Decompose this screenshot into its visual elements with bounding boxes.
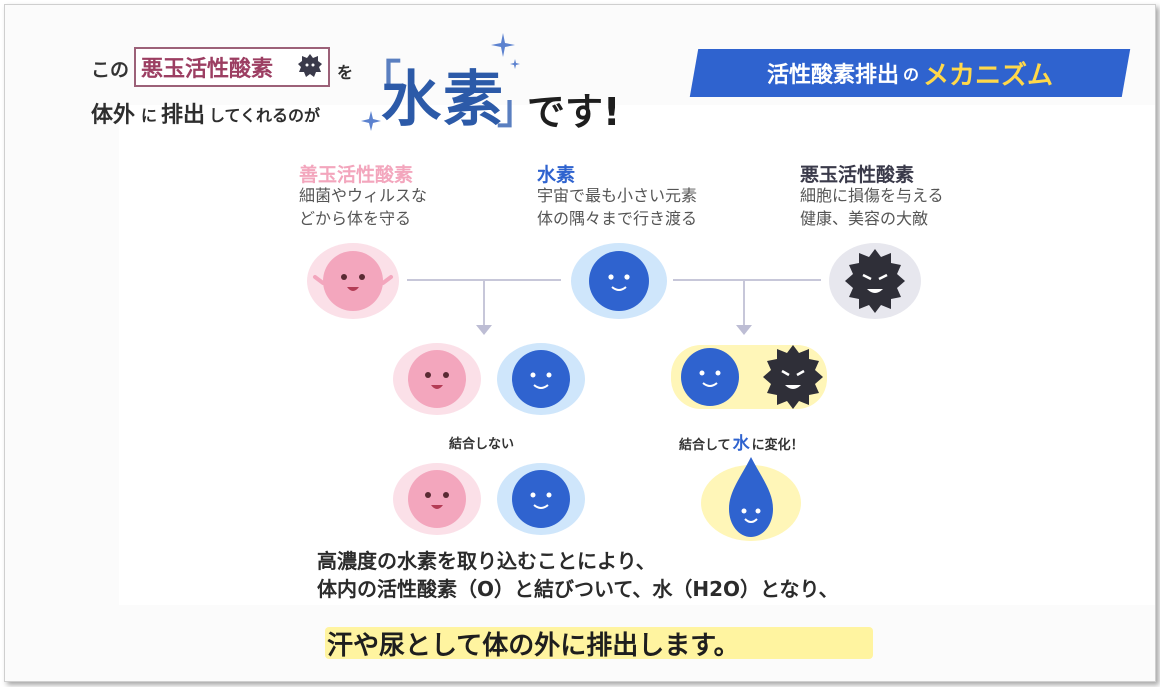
bottom-text-3: 汗や尿として体の外に排出します。 (327, 631, 740, 661)
hydrogen-character-3 (681, 348, 739, 406)
sparkle-icon (491, 33, 520, 69)
good-oxygen-character (307, 243, 399, 319)
heading-ni: に (141, 106, 158, 125)
heading-wo: を (337, 63, 354, 82)
good-oxygen-character-3 (393, 463, 481, 535)
heading-suiso: 水素 (381, 65, 505, 135)
bad-oxygen-character-2 (763, 345, 823, 409)
good-oxygen-desc: 細菌やウィルスな どから体を守る (299, 186, 428, 228)
bad-oxygen-box (134, 47, 330, 87)
bottom-highlight (325, 627, 873, 659)
hydrogen-title: 水素 (537, 164, 576, 186)
water-drop-icon (701, 457, 801, 541)
bad-oxygen-character (829, 243, 921, 319)
label-no-bond: 結合しない (449, 437, 515, 452)
heading-haishutsu: 排出 (161, 103, 206, 128)
banner-part2: の (902, 65, 919, 84)
hydrogen-character (571, 243, 667, 319)
good-oxygen-character-2 (393, 343, 481, 415)
heading-kono: この (91, 59, 130, 81)
heading-shitekureru: してくれるのが (209, 106, 321, 125)
bottom-text-1: 高濃度の水素を取り込むことにより、 (317, 549, 656, 573)
bracket-close: 」 (497, 87, 537, 133)
heading-bad-oxygen: 悪玉活性酸素 (141, 57, 274, 82)
content-panel (119, 105, 1155, 605)
bad-oxygen-title: 悪玉活性酸素 (800, 164, 915, 186)
bad-oxygen-desc: 細胞に損傷を与える 健康、美容の大敵 (800, 186, 944, 228)
mechanism-banner-text: 活性酸素排出 の メカニズム (730, 58, 1090, 91)
bottom-text-2: 体内の活性酸素（O）と結びついて、水（H2O）となり、 (317, 577, 839, 601)
heading-taigai: 体外 (91, 103, 136, 128)
connector-left-down (483, 279, 485, 325)
connector-right (673, 279, 821, 281)
label-bond: 結合して 水 に変化！ (679, 429, 804, 454)
good-oxygen-title: 善玉活性酸素 (299, 164, 414, 186)
heading-desu: です! (527, 90, 621, 134)
hydrogen-desc: 宇宙で最も小さい元素 体の隅々まで行き渡る (537, 186, 698, 228)
hydrogen-character-2 (497, 343, 585, 415)
bracket-open: 「 (361, 57, 401, 103)
arrow-down-right-icon (736, 325, 752, 335)
label-bond-water: 水 (732, 434, 750, 454)
label-bond-b: に変化！ (751, 438, 804, 453)
label-bond-a: 結合して (679, 438, 731, 453)
banner-part1: 活性酸素排出 (766, 63, 899, 88)
bad-oxygen-mini-icon (298, 54, 322, 77)
connector-right-down (743, 279, 745, 325)
sparkle-small-icon (361, 111, 381, 131)
arrow-down-left-icon (476, 325, 492, 335)
banner-part3: メカニズム (923, 60, 1054, 91)
hydrogen-character-4 (497, 463, 585, 535)
infographic-card: この 悪玉活性酸素 を 体外 に 排出 してくれるのが 「 水素 」 です! 活… (4, 4, 1156, 682)
